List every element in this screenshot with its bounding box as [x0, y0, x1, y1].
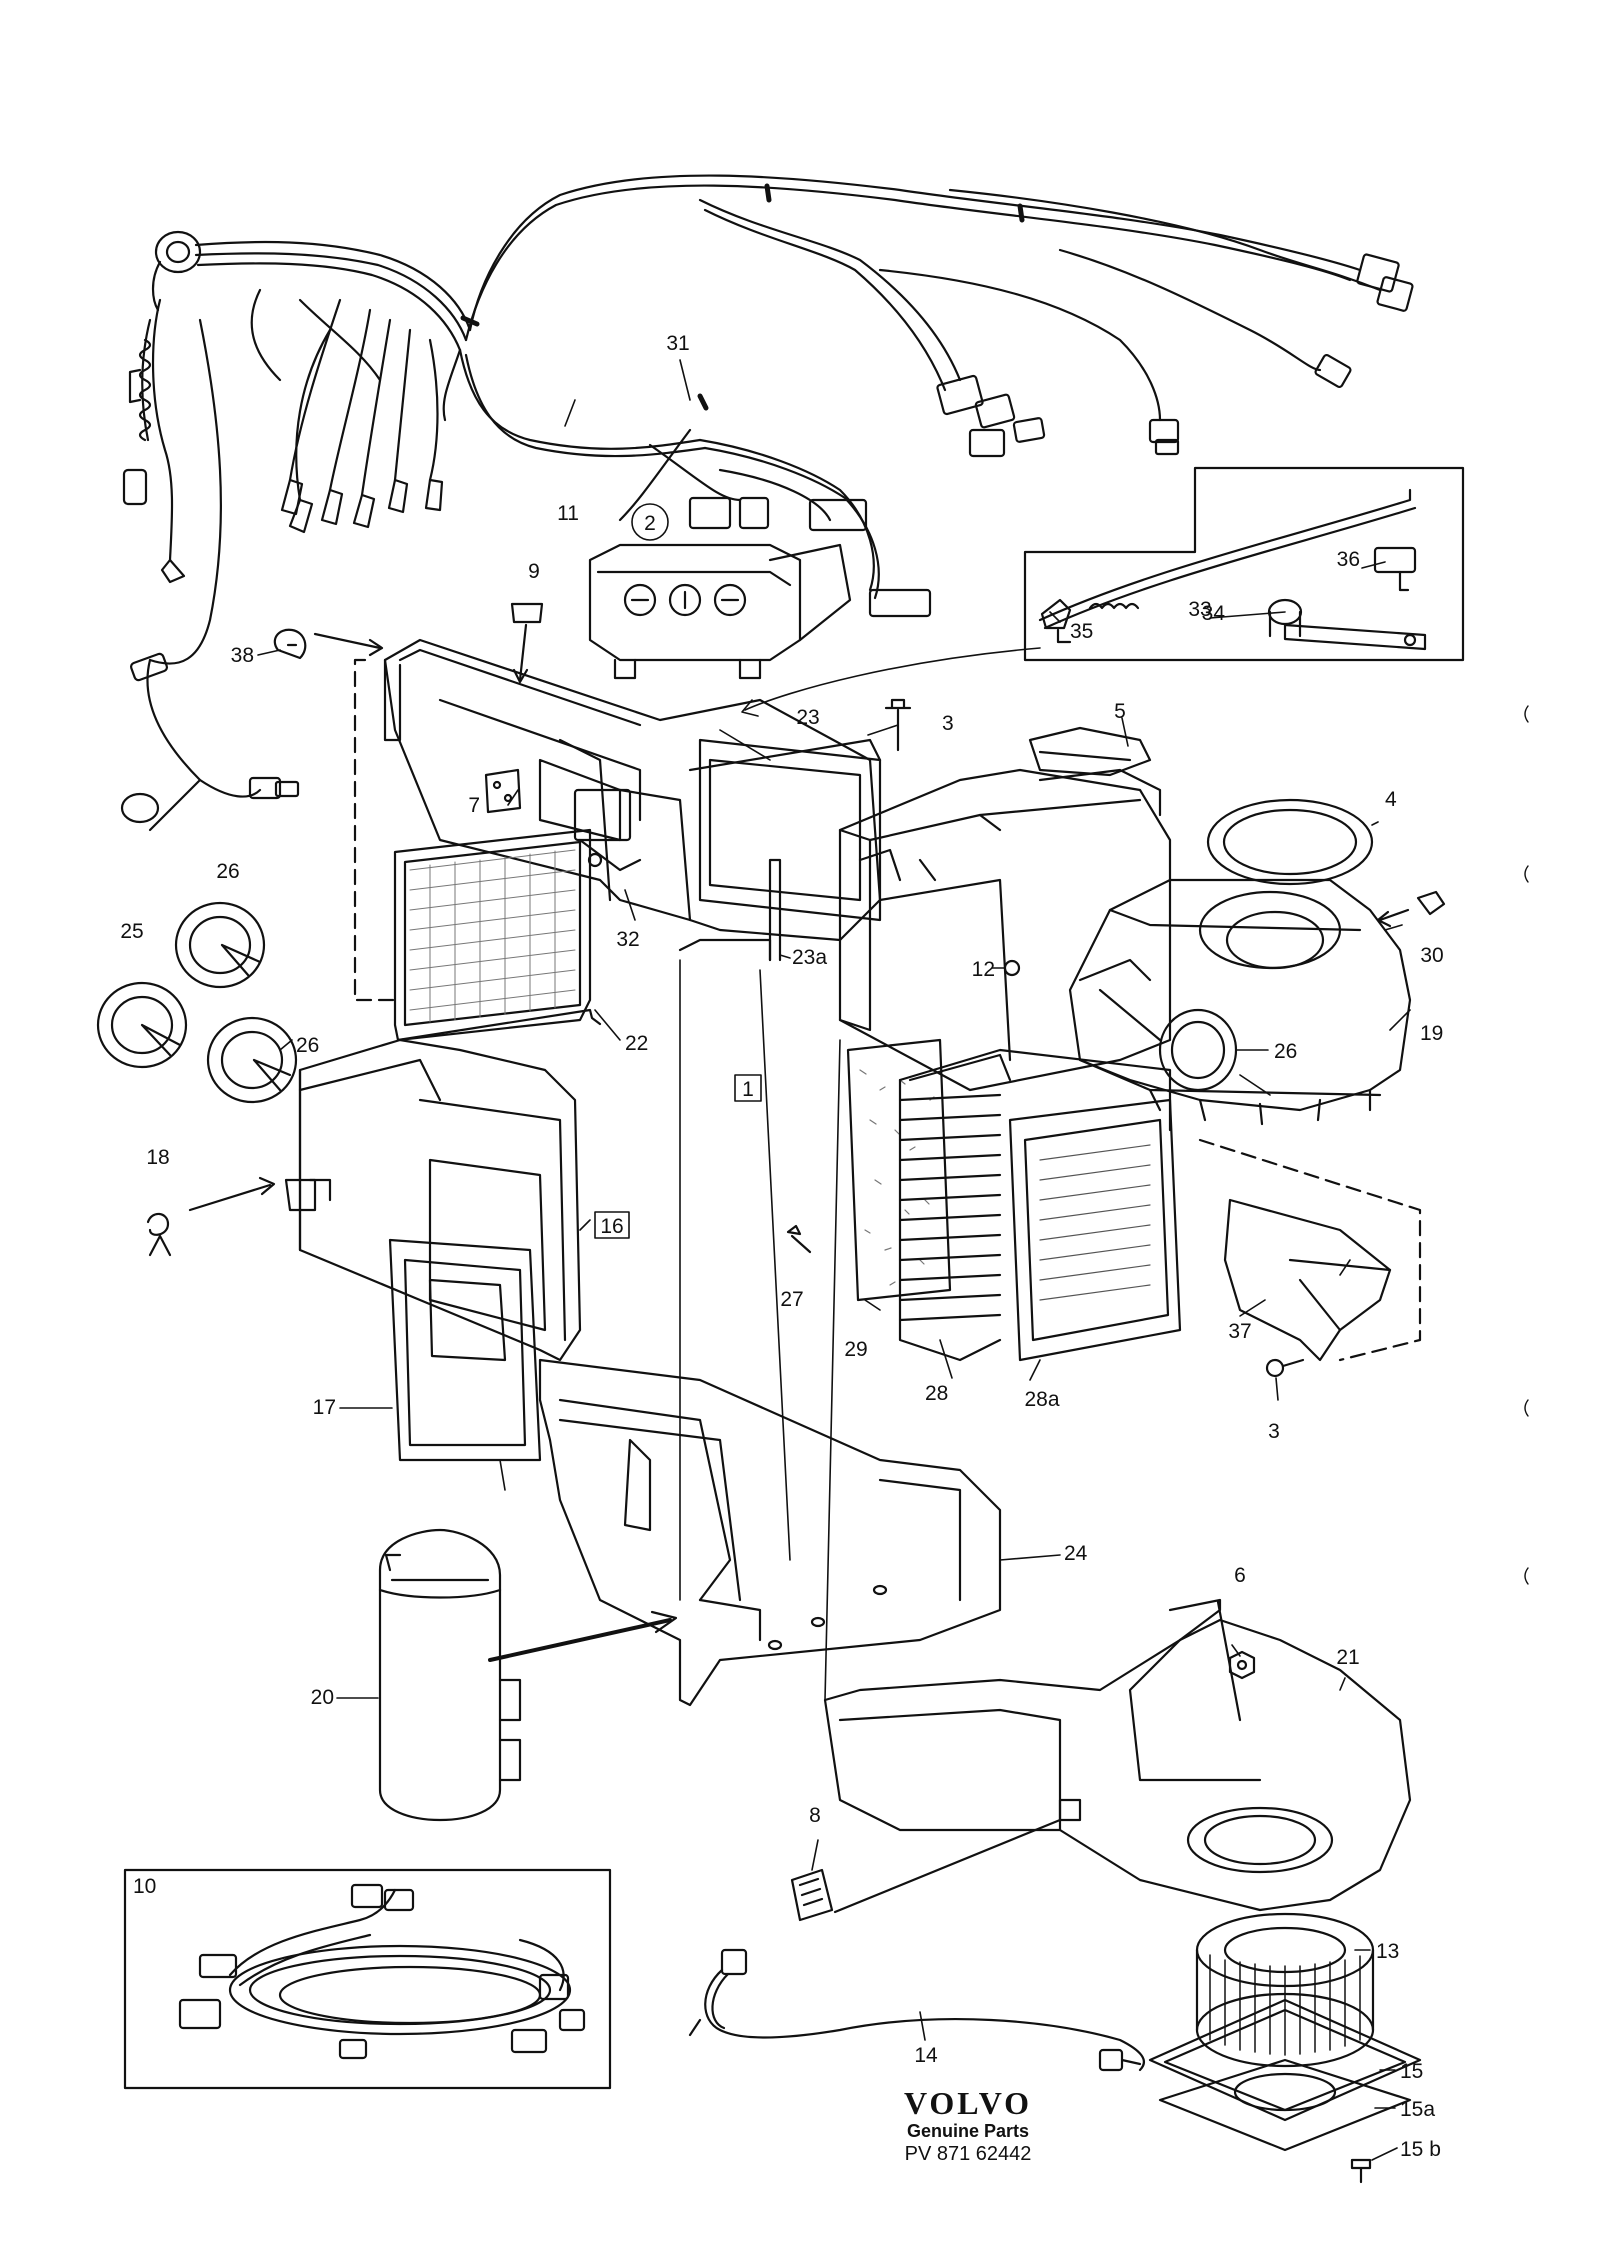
callout-18: 18: [146, 1146, 169, 1169]
callout-3-top: 3: [942, 712, 954, 735]
harness-inset: [123, 1868, 612, 2090]
callout-37: 37: [1228, 1320, 1251, 1343]
callout-38: 38: [231, 644, 254, 667]
callout-17: 17: [313, 1396, 336, 1419]
main-heater-unit: [838, 698, 1446, 1126]
callout-34: 34: [1202, 602, 1226, 625]
linkage-inset: [1023, 466, 1465, 662]
callout-14: 14: [914, 2044, 938, 2067]
callout-6: 6: [1234, 1564, 1246, 1587]
callout-20: 20: [311, 1686, 334, 1709]
brand-subtitle: Genuine Parts: [906, 2121, 1030, 2141]
callout-15b: 15 b: [1400, 2138, 1441, 2161]
part-number: PV 871 62442: [904, 2143, 1032, 2165]
callout-27: 27: [780, 1288, 803, 1311]
callout-3-bottom: 3: [1268, 1420, 1280, 1443]
resistor-and-wire: [688, 1818, 1145, 2072]
control-panel-part: [588, 543, 852, 680]
callout-10: 10: [133, 1875, 156, 1898]
callout-23a: 23a: [792, 946, 827, 969]
callout-4: 4: [1385, 788, 1397, 811]
air-filter-part: [393, 828, 602, 1042]
callout-35: 35: [1070, 620, 1093, 643]
callout-2: 2: [644, 512, 656, 535]
callout-circle-2: [631, 503, 669, 541]
callout-box-1: [734, 1074, 762, 1102]
callout-23: 23: [796, 706, 819, 729]
heater-core-part: [786, 1038, 1182, 1362]
callout-12: 12: [972, 958, 995, 981]
callout-15a: 15a: [1400, 2098, 1435, 2121]
callout-30: 30: [1420, 944, 1443, 967]
callout-33: 33: [1188, 598, 1211, 621]
callout-9: 9: [528, 560, 540, 583]
accumulator-part: [378, 1528, 678, 1822]
callout-labels: 1 2 3 3 4 5 6 7 8 9 10 11 12 13 14 15 15…: [120, 332, 1443, 2161]
callout-31: 31: [666, 332, 689, 355]
callout-11: 11: [557, 502, 579, 525]
callout-21: 21: [1336, 1646, 1359, 1669]
callout-28: 28: [925, 1382, 948, 1405]
callout-24: 24: [1064, 1542, 1088, 1565]
callout-29: 29: [844, 1338, 867, 1361]
callout-36: 36: [1337, 548, 1360, 571]
callout-26-left: 26: [296, 1034, 319, 1057]
callout-28a: 28a: [1024, 1388, 1059, 1411]
margin-marks: [1524, 705, 1529, 1585]
volvo-brand-block: VOLVO Genuine Parts PV 871 62442: [883, 2086, 1053, 2166]
callout-25: 25: [120, 920, 143, 943]
callout-16: 16: [600, 1215, 623, 1238]
volvo-logo: VOLVO: [903, 2085, 1033, 2121]
callout-13: 13: [1376, 1940, 1399, 1963]
callout-26-upper: 26: [216, 860, 239, 883]
callout-8: 8: [809, 1804, 821, 1827]
heater-housing-upper: [273, 602, 882, 962]
callout-15: 15: [1400, 2060, 1423, 2083]
callout-22: 22: [625, 1032, 648, 1055]
callout-7: 7: [468, 794, 480, 817]
vacuum-motors: [96, 658, 402, 1104]
callout-19: 19: [1420, 1022, 1443, 1045]
floor-duct-part: [538, 1138, 1422, 1707]
blower-motor-part: [1148, 1912, 1422, 2184]
callout-box-16: [594, 1211, 630, 1239]
callout-26-right: 26: [1274, 1040, 1297, 1063]
callout-1: 1: [742, 1078, 754, 1101]
callout-32: 32: [616, 928, 639, 951]
leader-lines: [257, 359, 1411, 2161]
blower-housing-lower: [823, 1598, 1412, 1912]
callout-5: 5: [1114, 700, 1126, 723]
heater-housing-left: [146, 1038, 582, 1462]
wiring-harness: [120, 174, 1414, 832]
